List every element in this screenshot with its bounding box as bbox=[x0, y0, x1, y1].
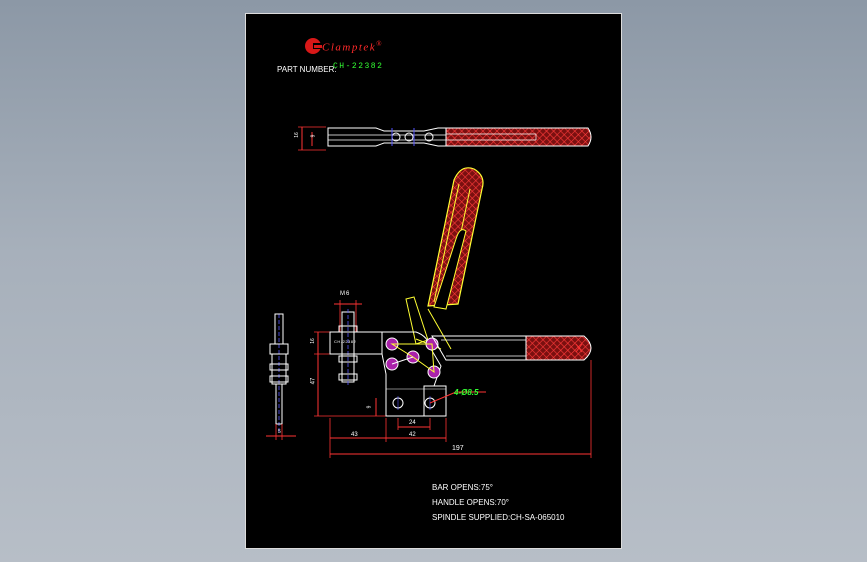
dim-side-width: 5 bbox=[278, 429, 281, 435]
brand-name: Clamptek® bbox=[322, 40, 383, 54]
note-spindle: SPINDLE SUPPLIED:CH-SA-065010 bbox=[432, 513, 565, 522]
dim-base-gap: 9 bbox=[366, 405, 373, 409]
dim-top-gap: 9 bbox=[310, 134, 317, 138]
brand-logo-icon bbox=[305, 38, 322, 54]
technical-drawing bbox=[266, 38, 592, 458]
trademark: ® bbox=[376, 40, 383, 48]
arm-plate-text: CH-22382 bbox=[334, 339, 357, 344]
dim-top-thickness: 16 bbox=[293, 132, 300, 138]
raised-handle bbox=[405, 167, 484, 350]
part-number-value: CH-22382 bbox=[333, 62, 384, 71]
brand-text: Clamptek bbox=[322, 41, 377, 54]
note-handle-opens: HANDLE OPENS:70° bbox=[432, 498, 510, 507]
dim-base-width: 42 bbox=[409, 432, 416, 438]
dim-left-offset: 43 bbox=[351, 432, 358, 438]
part-number-label: PART NUMBER: bbox=[277, 65, 337, 74]
drawing-sheet: Clamptek® PART NUMBER: CH-22382 16 9 M6 … bbox=[245, 13, 622, 549]
dim-spindle-offset: 16 bbox=[309, 338, 316, 344]
dim-overall-length: 197 bbox=[452, 445, 464, 452]
dim-holes: 4-Ø8.5 bbox=[454, 388, 479, 397]
top-view bbox=[298, 126, 592, 151]
end-view bbox=[266, 313, 296, 440]
dim-height: 47 bbox=[310, 377, 317, 385]
note-bar-opens: BAR OPENS:75° bbox=[432, 483, 493, 492]
dim-hole-spacing: 24 bbox=[409, 420, 416, 426]
dim-thread: M6 bbox=[340, 291, 351, 297]
side-view bbox=[314, 300, 592, 458]
